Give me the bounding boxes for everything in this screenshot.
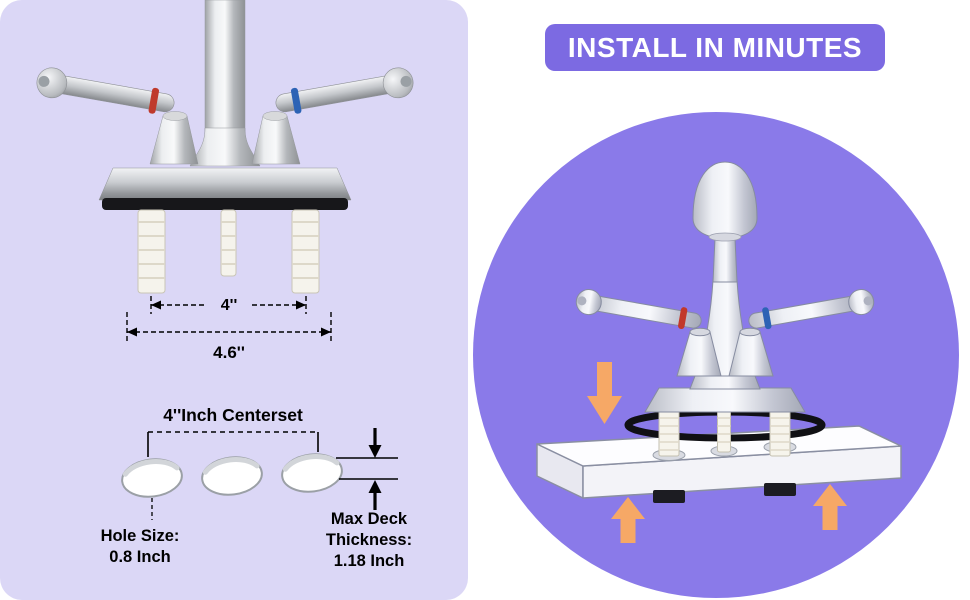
shank-center [717,409,731,453]
press-down-arrow [587,362,622,424]
right-handle-bell-cap [262,111,288,121]
mounting-nut-left [653,490,685,503]
install-circle [473,112,959,598]
tighten-up-arrow-right [813,484,847,530]
tighten-up-arrow-left [611,497,645,543]
left-handle-ball [36,67,68,99]
install-badge-label: INSTALL IN MINUTES [567,31,863,63]
shank-right [291,209,320,294]
hot-indicator [148,87,160,114]
shank-center [220,209,237,277]
base-gasket [102,198,348,210]
body-lower [689,375,761,390]
dimension-4-inch [150,296,307,314]
install-badge: INSTALL IN MINUTES [545,24,885,71]
dim-outer-label: 4.6'' [213,343,245,362]
faucet-body [189,127,261,167]
left-handle-lever [36,67,175,114]
deck-hole-left [121,458,183,498]
dome-seam [708,232,742,242]
left-handle-lever [575,289,702,330]
right-handle-lever [275,67,414,114]
deck-thickness-line2: Thickness: [326,531,412,549]
cold-indicator [290,87,302,114]
base-plate [644,387,806,413]
left-handle-bell-cap [162,111,188,121]
hot-indicator [678,307,688,330]
left-handle-ball [575,289,602,316]
mounting-nut-right [764,483,796,496]
faucet-photo [36,0,414,294]
shank-right [769,409,791,457]
right-handle-lever [748,289,875,330]
deck-thickness-gauge [336,428,398,510]
faucet-spec-art: 4'' 4.6'' 4''Inch Centerset [36,0,414,570]
cold-indicator [762,307,772,330]
centerset-label: 4''Inch Centerset [163,405,303,425]
left-handle-bell [149,115,199,165]
centerset-bracket [147,431,319,457]
spec-panel: 4'' 4.6'' 4''Inch Centerset [0,0,468,600]
shank-left [137,209,166,294]
deck-thickness-line1: Max Deck [331,510,408,528]
shank-left [658,409,680,457]
right-handle-ball [382,67,414,99]
deck-thickness-line3: 1.18 Inch [334,552,405,570]
stem [712,237,738,283]
dim-inner-label: 4'' [221,297,238,314]
hole-size-line1: Hole Size: [101,527,180,545]
install-illustration [536,161,902,543]
deck-hole-center [201,456,263,496]
dimension-4-6-inch [126,312,332,342]
hole-size-line2: 0.8 Inch [109,548,170,566]
dome-knob [692,161,758,239]
spout-column [204,0,246,141]
faucet-illustration [575,161,875,413]
right-handle-ball [848,289,875,316]
base-plate [98,167,352,201]
deck-hole-right [281,453,343,493]
right-handle-bell [251,115,301,165]
